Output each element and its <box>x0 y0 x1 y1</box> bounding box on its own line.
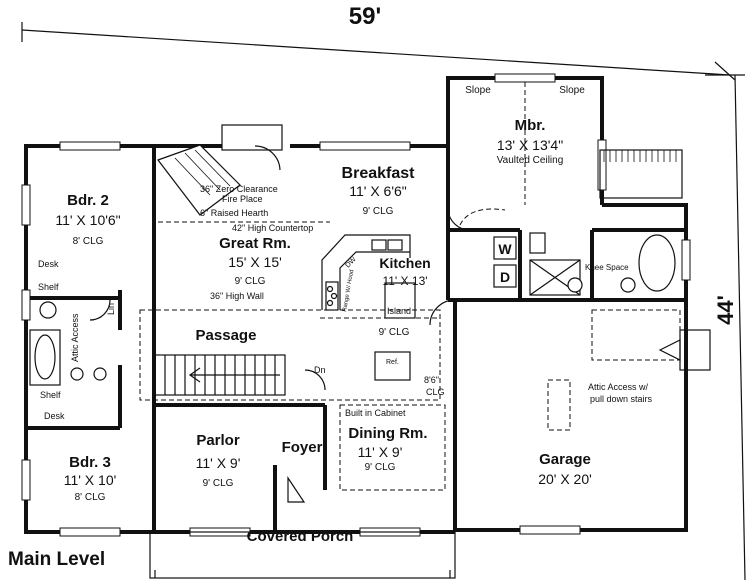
dryer <box>493 264 517 288</box>
slope-left-label: Slope <box>465 85 491 96</box>
attic-access-label: Attic Access <box>70 313 80 362</box>
knee-space-label: Knee Space <box>585 263 629 272</box>
interior-walls <box>26 146 686 532</box>
great-room-name: Great Rm. <box>219 235 291 252</box>
parlor-clg: 9' CLG <box>203 478 234 489</box>
breakfast-size: 11' X 6'6" <box>349 183 407 199</box>
dining-name: Dining Rm. <box>348 425 427 442</box>
fireplace-note-2: Fire Place <box>222 194 263 204</box>
desk-bottom-label: Desk <box>44 411 65 421</box>
parlor-size: 11' X 9' <box>196 455 241 471</box>
stair-arrow <box>188 367 280 383</box>
bdr3-clg: 8' CLG <box>75 492 106 503</box>
bdr2-name: Bdr. 2 <box>67 192 109 209</box>
garage-size: 20' X 20' <box>538 471 592 487</box>
washer-label: W <box>498 241 512 257</box>
countertop-note: 42" High Countertop <box>232 223 313 233</box>
clg-86-label: 8'6" <box>424 375 439 385</box>
washer <box>493 236 517 260</box>
built-in-note: Built in Cabinet <box>345 408 406 418</box>
mbr-size: 13' X 13'4" <box>497 137 563 153</box>
dryer-label: D <box>500 269 510 285</box>
attic-stairs-label-1: Attic Access w/ <box>588 382 649 392</box>
kitchen-name: Kitchen <box>379 255 430 271</box>
breakfast-name: Breakfast <box>342 165 416 182</box>
bdr3-name: Bdr. 3 <box>69 454 111 471</box>
depth-dimension: 44' <box>705 74 746 581</box>
closet-hatch <box>599 149 683 199</box>
porch <box>149 531 456 579</box>
overall-width-label: 59' <box>349 3 381 30</box>
stairs <box>154 354 286 396</box>
dn-label: Dn <box>314 365 326 375</box>
slope-right-label: Slope <box>559 85 585 96</box>
fireplace-note-1: 36" Zero Clearance <box>200 184 278 194</box>
fireplace <box>157 124 283 216</box>
shelf-top-label: Shelf <box>38 282 59 292</box>
dining-size: 11' X 9' <box>358 444 403 460</box>
high-wall-note: 36" High Wall <box>210 291 264 301</box>
passage-name: Passage <box>196 327 257 344</box>
shelf-bottom-label: Shelf <box>40 390 61 400</box>
width-dimension: 59' <box>21 3 736 81</box>
dw-label: DW <box>344 256 357 269</box>
mbr-name: Mbr. <box>515 117 546 134</box>
hearth-note: 6" Raised Hearth <box>200 208 268 218</box>
mbr-note: Vaulted Ceiling <box>497 155 564 166</box>
desk-top-label: Desk <box>38 259 59 269</box>
breakfast-clg: 9' CLG <box>363 206 394 217</box>
porch-name: Covered Porch <box>247 528 354 545</box>
kitchen-counters <box>321 234 416 381</box>
bath-fixtures <box>29 232 676 386</box>
kitchen-size: 11' X 13' <box>382 274 427 288</box>
bdr2-size: 11' X 10'6" <box>55 212 120 228</box>
ref-label: Ref. <box>386 359 399 366</box>
laundry: W D <box>493 236 517 288</box>
island-label: Island <box>387 306 411 316</box>
level-label: Main Level <box>8 549 105 570</box>
lin-label: Lin <box>106 303 116 315</box>
doors <box>89 145 711 503</box>
overall-depth-label: 44' <box>713 295 738 325</box>
dashed-lines <box>139 82 681 491</box>
attic-stairs-label-2: pull down stairs <box>590 394 653 404</box>
great-room-clg: 9' CLG <box>235 276 266 287</box>
bdr2-clg: 8' CLG <box>73 236 104 247</box>
parlor-name: Parlor <box>196 432 240 449</box>
bdr3-size: 11' X 10' <box>64 472 117 488</box>
dining-clg: 9' CLG <box>365 462 396 473</box>
kitchen-clg: 9' CLG <box>379 327 410 338</box>
garage-name: Garage <box>539 451 591 468</box>
range-label: Range W/ Hood <box>342 269 355 312</box>
great-room-size: 15' X 15' <box>228 254 282 270</box>
foyer-name: Foyer <box>282 439 323 456</box>
clg-label: CLG <box>426 387 445 397</box>
